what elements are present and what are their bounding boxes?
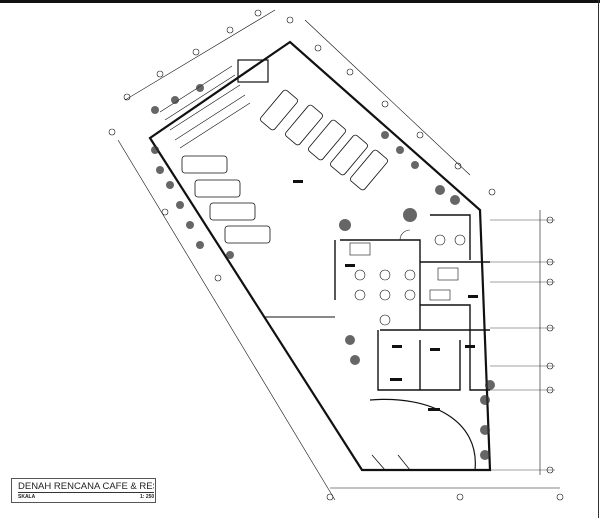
dimension-line-top [124,9,276,101]
grid-bubbles [108,9,564,501]
curved-yard [369,398,476,471]
toilet-block [237,59,269,83]
cafe-tables [349,234,466,326]
drawing-title: DENAH RENCANA CAFE & RESTO D [18,481,154,493]
scale-value: 1: 250 [140,494,155,500]
frame-top-border [0,0,600,3]
room-tags [293,180,478,411]
entrance-marks [371,454,411,471]
dimension-line-top-right [304,19,471,176]
building-outline [148,40,492,472]
building-rooms [334,214,490,391]
door-arc [399,229,411,241]
parked-cars-left [181,155,271,244]
vegetation [151,84,495,460]
grid-lines [490,219,555,471]
scale-label: SKALA [18,494,36,500]
frame-right-border [598,0,599,518]
title-block: DENAH RENCANA CAFE & RESTO D SKALA 1: 25… [11,478,156,503]
parked-cars-right [260,89,388,191]
motorbike-parking [159,65,251,149]
dimension-line-left [117,139,336,501]
